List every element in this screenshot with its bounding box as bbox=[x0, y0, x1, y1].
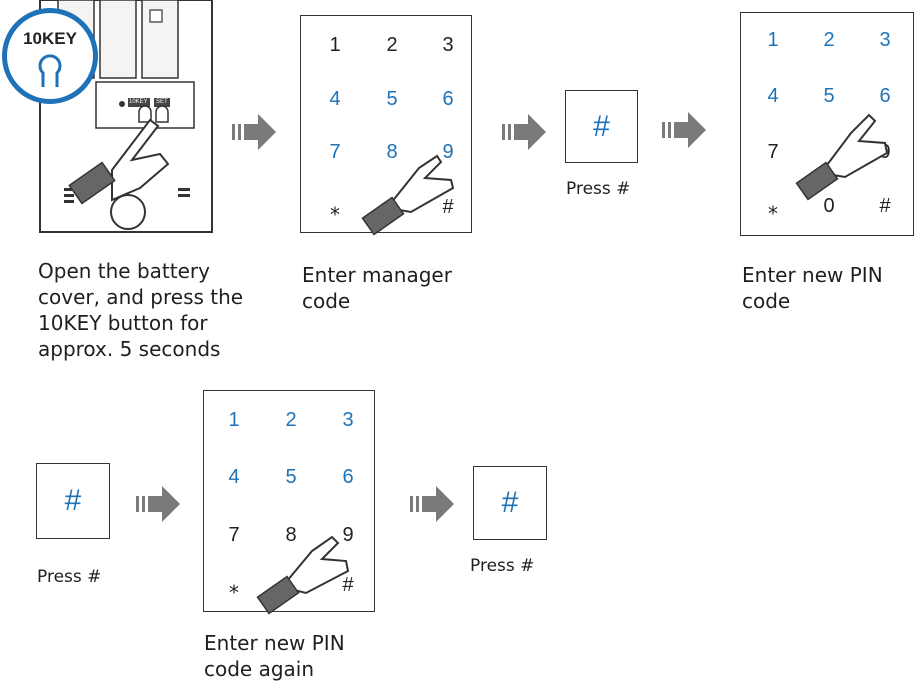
step4-keypad: 1 2 3 4 5 6 7 9 ⁎ 0 # bbox=[740, 12, 914, 236]
key-6: 6 bbox=[342, 466, 354, 488]
key-6: 6 bbox=[442, 88, 454, 110]
key-5: 5 bbox=[823, 85, 835, 107]
key-2: 2 bbox=[285, 409, 297, 431]
key-4: 4 bbox=[767, 85, 779, 107]
step3-caption: Press # bbox=[566, 179, 631, 199]
arrow-right-icon bbox=[410, 486, 454, 522]
tiny-10key-label: 10KEY bbox=[129, 99, 148, 105]
step2-caption: Enter manager code bbox=[302, 263, 452, 313]
step7-caption: Press # bbox=[470, 556, 535, 576]
tiny-set-label: SET bbox=[156, 99, 168, 105]
arrow-right-icon bbox=[136, 486, 180, 522]
step6-caption: Enter new PIN code again bbox=[204, 631, 345, 681]
hand-pointer-icon bbox=[256, 535, 350, 615]
step5-caption: Press # bbox=[37, 567, 102, 587]
hand-pointer-icon bbox=[795, 113, 889, 201]
key-7: 7 bbox=[767, 141, 779, 163]
key-star: ⁎ bbox=[330, 198, 340, 220]
key-2: 2 bbox=[386, 34, 398, 56]
key-star: ⁎ bbox=[229, 576, 239, 598]
key-8: 8 bbox=[285, 524, 297, 546]
step2-keypad: 1 2 3 4 5 6 7 8 9 ⁎ # bbox=[300, 15, 472, 236]
key-hash: # bbox=[342, 574, 354, 596]
step7-hash-key: # bbox=[473, 466, 547, 540]
key-star: ⁎ bbox=[768, 197, 778, 219]
hash-symbol: # bbox=[64, 484, 82, 517]
key-6: 6 bbox=[879, 85, 891, 107]
key-3: 3 bbox=[442, 34, 454, 56]
key-button-icon bbox=[38, 54, 62, 87]
key-2: 2 bbox=[823, 29, 835, 51]
10key-badge-label: 10KEY bbox=[23, 29, 77, 48]
hash-symbol: # bbox=[593, 109, 610, 143]
key-hash: # bbox=[442, 196, 454, 218]
key-8: 8 bbox=[386, 141, 398, 163]
key-1: 1 bbox=[767, 29, 779, 51]
step4-caption: Enter new PIN code bbox=[742, 263, 883, 313]
key-4: 4 bbox=[329, 88, 341, 110]
key-3: 3 bbox=[342, 409, 354, 431]
arrow-right-icon bbox=[502, 114, 546, 150]
hand-pointer-icon bbox=[361, 154, 455, 236]
key-5: 5 bbox=[285, 466, 297, 488]
step6-keypad: 1 2 3 4 5 6 7 8 9 ⁎ # bbox=[203, 390, 375, 615]
arrow-right-icon bbox=[662, 112, 706, 148]
arrow-right-icon bbox=[232, 114, 276, 150]
key-4: 4 bbox=[228, 466, 240, 488]
hash-symbol: # bbox=[501, 486, 519, 519]
key-9: 9 bbox=[442, 141, 454, 163]
10key-badge: 10KEY bbox=[2, 8, 98, 104]
step3-hash-key: # bbox=[565, 90, 638, 163]
battery-compartment-drawing bbox=[39, 0, 213, 233]
step1-caption: Open the battery cover, and press the 10… bbox=[38, 259, 244, 361]
key-hash: # bbox=[879, 195, 891, 217]
step5-hash-key: # bbox=[36, 463, 110, 539]
key-0: 0 bbox=[823, 195, 835, 217]
key-7: 7 bbox=[329, 141, 341, 163]
key-1: 1 bbox=[329, 34, 341, 56]
key-3: 3 bbox=[879, 29, 891, 51]
key-7: 7 bbox=[228, 524, 240, 546]
key-5: 5 bbox=[386, 88, 398, 110]
step1-battery-illustration: 10KEY SET bbox=[0, 0, 230, 240]
key-1: 1 bbox=[228, 409, 240, 431]
key-9: 9 bbox=[342, 524, 354, 546]
